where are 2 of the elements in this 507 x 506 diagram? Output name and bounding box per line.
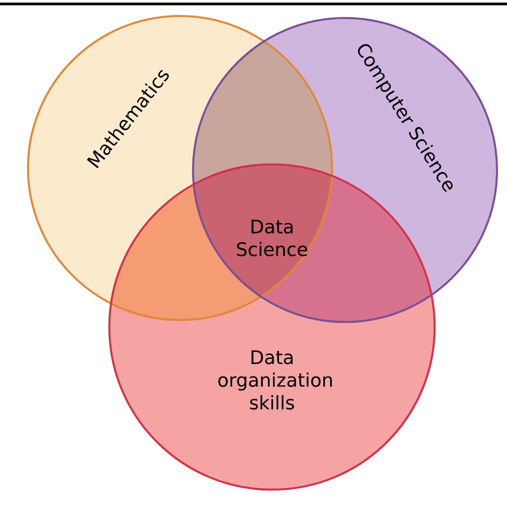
overlap-label: Data Science <box>237 220 308 256</box>
circle-label: Data organization skills <box>218 350 332 410</box>
